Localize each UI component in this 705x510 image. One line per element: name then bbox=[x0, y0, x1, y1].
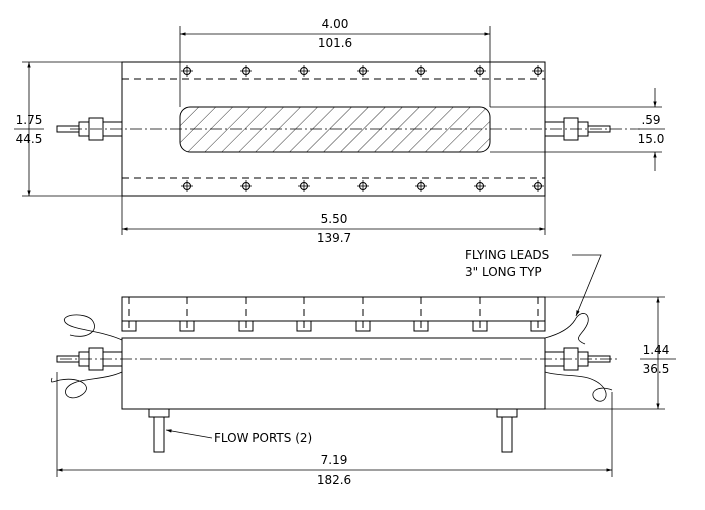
dim-4-00: 4.00 101.6 bbox=[179, 17, 491, 107]
flying-leads-note-line1: FLYING LEADS bbox=[465, 248, 549, 262]
dim-4-00-metric: 101.6 bbox=[318, 36, 352, 50]
dim-5-50-value: 5.50 bbox=[321, 212, 348, 226]
bolt-hole-icon bbox=[298, 180, 310, 192]
left-fitting bbox=[56, 117, 123, 141]
top-view: 4.00 101.6 1.75 44.5 .59 15.0 5. bbox=[14, 17, 665, 245]
right-fitting bbox=[544, 117, 611, 141]
side-view: FLYING LEADS 3" LONG TYP FLOW PORTS (2) … bbox=[50, 248, 676, 487]
dim-1-75: 1.75 44.5 bbox=[14, 61, 122, 197]
bolt-hole-icon bbox=[474, 180, 486, 192]
dim-4-00-value: 4.00 bbox=[322, 17, 349, 31]
flying-leads-note: FLYING LEADS 3" LONG TYP bbox=[465, 248, 602, 317]
bolt-head-icon bbox=[238, 297, 254, 332]
bolt-head-icon bbox=[179, 297, 195, 332]
bolt-head-icon bbox=[413, 297, 429, 332]
bolt-hole-icon bbox=[240, 65, 252, 77]
bolt-hole-icon bbox=[474, 65, 486, 77]
bolt-hole-icon bbox=[532, 180, 544, 192]
bolt-hole-icon bbox=[415, 180, 427, 192]
flow-ports-note: FLOW PORTS (2) bbox=[165, 429, 312, 445]
dim-0-59-value: .59 bbox=[641, 113, 660, 127]
bolt-head-icon bbox=[530, 297, 546, 332]
bolt-hole-icon bbox=[298, 65, 310, 77]
dim-0-59-metric: 15.0 bbox=[638, 132, 665, 146]
flow-port-right bbox=[496, 408, 518, 453]
flow-ports-label: FLOW PORTS (2) bbox=[214, 431, 312, 445]
flying-leads bbox=[50, 313, 613, 402]
hatched-flow-channel bbox=[179, 106, 491, 153]
dim-1-75-value: 1.75 bbox=[16, 113, 43, 127]
dim-1-44: 1.44 36.5 bbox=[545, 296, 676, 410]
bolt-hole-icon bbox=[181, 65, 193, 77]
bolt-hole-icon bbox=[240, 180, 252, 192]
flying-leads-note-line2: 3" LONG TYP bbox=[465, 265, 542, 279]
bolt-hole-icon bbox=[181, 180, 193, 192]
bolt-head-icon bbox=[355, 297, 371, 332]
bolt-head-icon bbox=[121, 297, 137, 332]
dim-5-50-metric: 139.7 bbox=[317, 231, 351, 245]
dim-7-19-metric: 182.6 bbox=[317, 473, 351, 487]
bolt-hole-icon bbox=[415, 65, 427, 77]
dim-5-50: 5.50 139.7 bbox=[121, 196, 546, 245]
side-view-body bbox=[121, 337, 546, 410]
top-bolt-holes bbox=[181, 65, 544, 192]
side-view-cover-plate bbox=[121, 296, 546, 322]
bolt-hole-icon bbox=[532, 65, 544, 77]
bolt-hole-icon bbox=[357, 65, 369, 77]
dim-7-19: 7.19 182.6 bbox=[56, 372, 613, 487]
side-right-fitting bbox=[544, 347, 611, 371]
side-bolt-heads bbox=[121, 297, 546, 332]
bolt-hole-icon bbox=[357, 180, 369, 192]
dim-1-44-metric: 36.5 bbox=[643, 362, 670, 376]
bolt-head-icon bbox=[472, 297, 488, 332]
dim-7-19-value: 7.19 bbox=[321, 453, 348, 467]
side-left-fitting bbox=[56, 347, 123, 371]
bolt-head-icon bbox=[296, 297, 312, 332]
dim-1-75-metric: 44.5 bbox=[16, 132, 43, 146]
dim-0-59: .59 15.0 bbox=[490, 88, 665, 171]
flow-port-left bbox=[148, 408, 170, 453]
dim-1-44-value: 1.44 bbox=[643, 343, 670, 357]
